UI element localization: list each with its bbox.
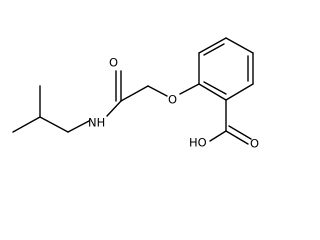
- atom-nh-amide: NH: [88, 116, 105, 130]
- ring-bond-1: [198, 83, 227, 101]
- ring-bond-4: [225, 37, 254, 54]
- bond-ether-o-ring: [179, 83, 200, 95]
- bond-isobutyl-ch3-left: [12, 116, 41, 133]
- structure-diagram: O O NH O HO: [12, 37, 259, 151]
- atom-hydroxyl: HO: [189, 136, 207, 150]
- bond-ch2-ether-o: [147, 85, 168, 97]
- ring-bond-2: [225, 83, 254, 101]
- bond-ch2-nh: [67, 120, 90, 133]
- atom-o-acid-carbonyl: O: [250, 137, 259, 151]
- ring-inner-bond-a: [203, 81, 227, 95]
- bond-acid-oh: [209, 130, 227, 142]
- bond-acid-co-1: [225, 130, 249, 145]
- bond-acid-co-2: [228, 125, 252, 140]
- atom-o-amide-carbonyl: O: [109, 56, 118, 70]
- ring-bond-5: [198, 37, 227, 54]
- bond-isobutyl-ch-ch2: [39, 116, 69, 133]
- ring-inner-bond-c: [203, 43, 225, 56]
- bond-carbonyl-ch2: [120, 85, 149, 102]
- molecule-drawing: O O NH O HO: [12, 37, 259, 151]
- bond-nh-carbonyl: [106, 100, 122, 117]
- atom-o-ether: O: [168, 93, 177, 107]
